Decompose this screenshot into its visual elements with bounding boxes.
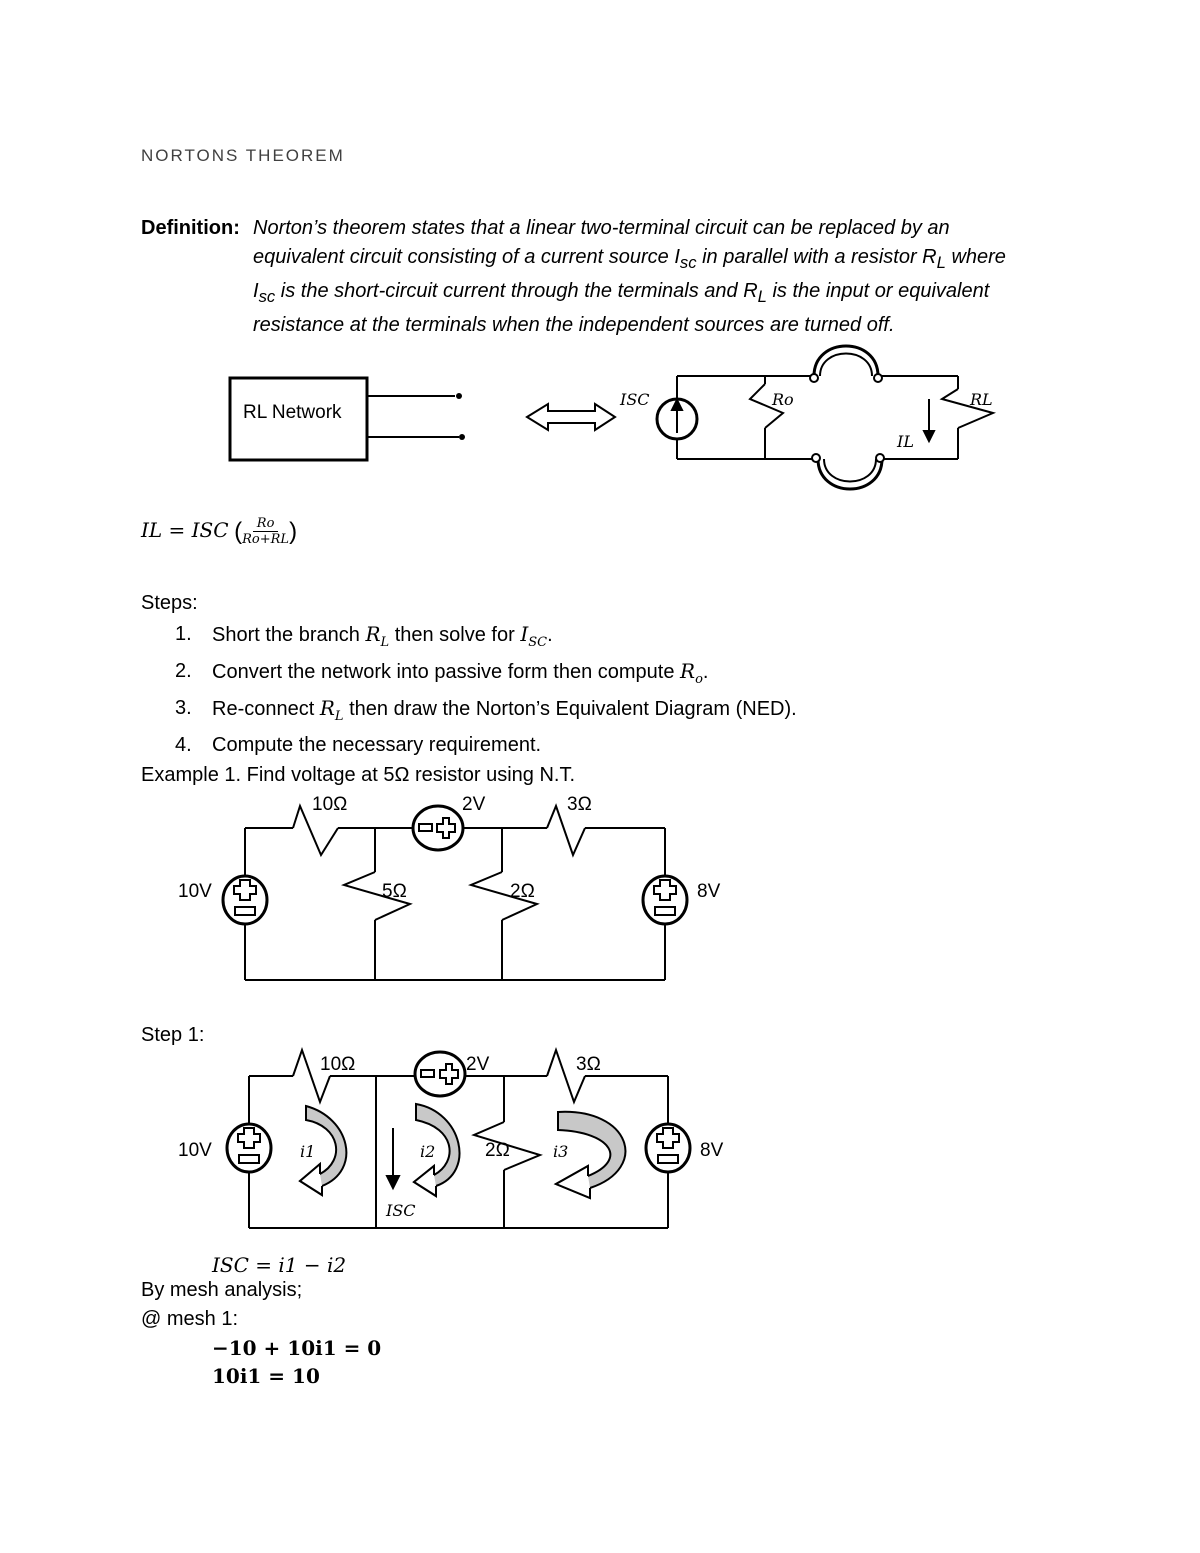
definition-label: Definition: (141, 217, 240, 239)
step-item: 2. Convert the network into passive form … (175, 657, 797, 694)
step1-v8-label: 8V (700, 1140, 724, 1161)
example1-heading: Example 1. Find voltage at 5Ω resistor u… (141, 764, 576, 786)
step1-heading: Step 1: (141, 1024, 205, 1046)
step1-v2-label: 2V (466, 1054, 490, 1075)
step-number: 3. (175, 697, 192, 719)
step-number: 1. (175, 623, 192, 645)
voltage-source-10v-icon (221, 874, 269, 926)
formula-denominator: Ro+RL (242, 532, 290, 547)
mesh-i1-label: i1 (300, 1142, 315, 1161)
mesh-i2-label: i2 (420, 1142, 435, 1161)
step-item: 3. Re-connect RL then draw the Norton’s E… (175, 694, 797, 731)
step1-v10-label: 10V (178, 1140, 212, 1161)
page-title: NORTONS THEOREM (141, 146, 345, 165)
step-text: Re-connect RL then draw the Norton’s Equ… (212, 696, 797, 724)
mesh-analysis-intro: By mesh analysis; (141, 1279, 303, 1301)
step1-r2-label: 2Ω (485, 1140, 510, 1161)
il-label: IL (896, 432, 914, 451)
equivalence-arrow-icon (525, 402, 617, 432)
ro-label: Ro (771, 390, 794, 409)
voltage-source-8v-icon (641, 874, 689, 926)
example1-circuit (221, 803, 689, 981)
step-text: Short the branch RL then solve for ISC. (212, 622, 553, 650)
step-item: 1. Short the branch RL then solve for ISC… (175, 620, 797, 657)
step1-voltage-source-2v-icon (413, 1050, 467, 1098)
ex1-v10-label: 10V (178, 881, 212, 902)
definition-line-1: Norton’s theorem states that a linear tw… (253, 217, 950, 239)
isc-equation: ISC = i1 − i2 (212, 1253, 347, 1277)
step-number: 2. (175, 660, 192, 682)
step-number: 4. (175, 734, 192, 756)
definition-line-2: equivalent circuit consisting of a curre… (253, 246, 1006, 272)
mesh1-heading: @ mesh 1: (141, 1308, 239, 1330)
steps-heading: Steps: (141, 592, 198, 614)
rl-network-box (228, 376, 369, 462)
ex1-r5-label: 5Ω (382, 881, 407, 902)
formula-lhs: IL = ISC (141, 517, 229, 542)
definition-line-3: Isc is the short-circuit current through… (253, 280, 990, 306)
ex1-r3-label: 3Ω (567, 794, 592, 815)
step-item: 4. Compute the necessary requirement. (175, 731, 797, 760)
step1-circuit (225, 1046, 692, 1229)
mesh1-equation-2: 10i1 = 10 (212, 1364, 320, 1388)
step1-r10-label: 10Ω (320, 1054, 355, 1075)
rl-network-label: RL Network (243, 402, 342, 423)
step-text: Convert the network into passive form th… (212, 659, 709, 687)
rl-label: RL (969, 390, 993, 409)
formula-numerator: Ro (252, 516, 279, 532)
mesh-i3-label: i3 (553, 1142, 568, 1161)
isc-label: ISC (619, 390, 650, 409)
step-text: Compute the necessary requirement. (212, 734, 542, 756)
definition-block: Definition: Norton’s theorem states that… (141, 214, 1071, 340)
ex1-v8-label: 8V (697, 881, 721, 902)
step1-voltage-source-10v-icon (225, 1122, 273, 1174)
definition-line-4: resistance at the terminals when the ind… (253, 314, 895, 336)
mesh1-equation-1: −10 + 10i1 = 0 (212, 1336, 382, 1360)
definition-text: Norton’s theorem states that a linear tw… (253, 214, 1071, 340)
ex1-r2-label: 2Ω (510, 881, 535, 902)
step1-voltage-source-8v-icon (644, 1122, 692, 1174)
ex1-v2-label: 2V (462, 794, 486, 815)
steps-list: 1. Short the branch RL then solve for ISC… (175, 620, 797, 760)
mesh-arrows (298, 1102, 627, 1200)
isc-arrow-icon (385, 1175, 401, 1191)
step1-isc-label: ISC (385, 1201, 416, 1220)
ex1-r10-label: 10Ω (312, 794, 347, 815)
norton-diagram (228, 344, 997, 491)
voltage-source-2v-icon (411, 804, 465, 852)
step1-r3-label: 3Ω (576, 1054, 601, 1075)
